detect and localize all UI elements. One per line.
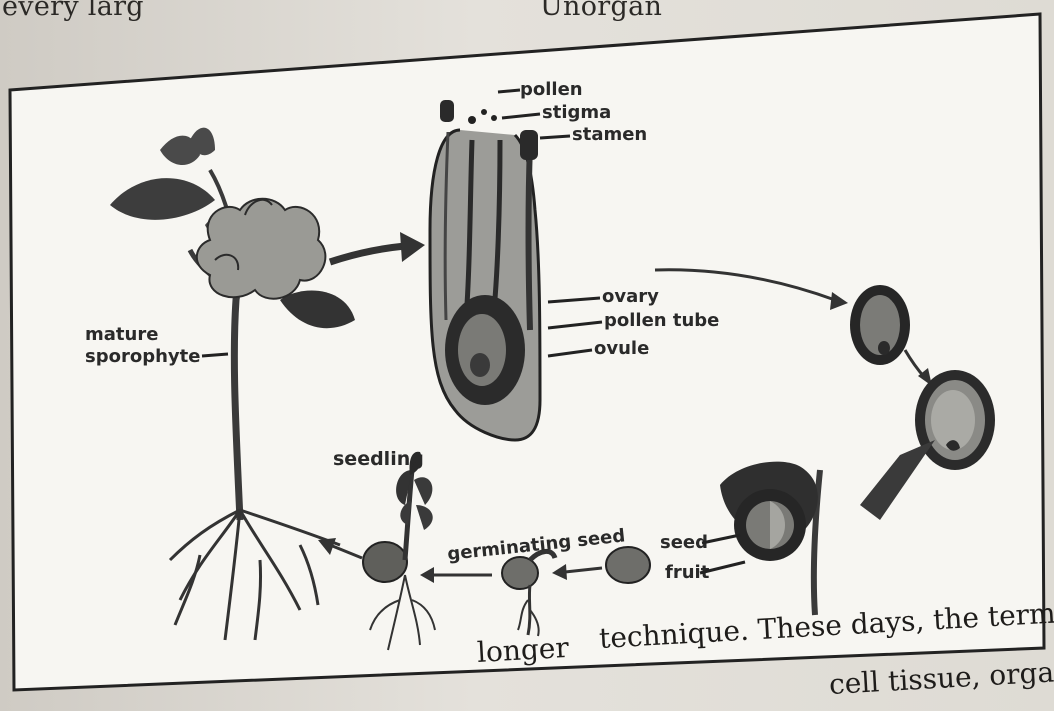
developing-seed xyxy=(915,370,995,470)
bottom-text-left: longer xyxy=(476,631,569,669)
ovule-label: ovule xyxy=(594,338,649,359)
flower-cross-section xyxy=(430,100,540,440)
fertilized-ovule xyxy=(850,285,910,365)
stigma-label: stigma xyxy=(542,102,611,123)
mature-label: mature xyxy=(85,324,158,345)
loose-seed xyxy=(606,547,650,583)
seed-label: seed xyxy=(660,532,708,553)
pollen-label: pollen xyxy=(520,79,583,100)
pollen-tube-label: pollen tube xyxy=(604,310,719,331)
anther-shape xyxy=(520,130,538,160)
seedling-label: seedling xyxy=(333,448,424,470)
ovary-label: ovary xyxy=(602,286,659,307)
sporophyte-label: sporophyte xyxy=(85,346,200,367)
stamen-label: stamen xyxy=(572,124,647,145)
